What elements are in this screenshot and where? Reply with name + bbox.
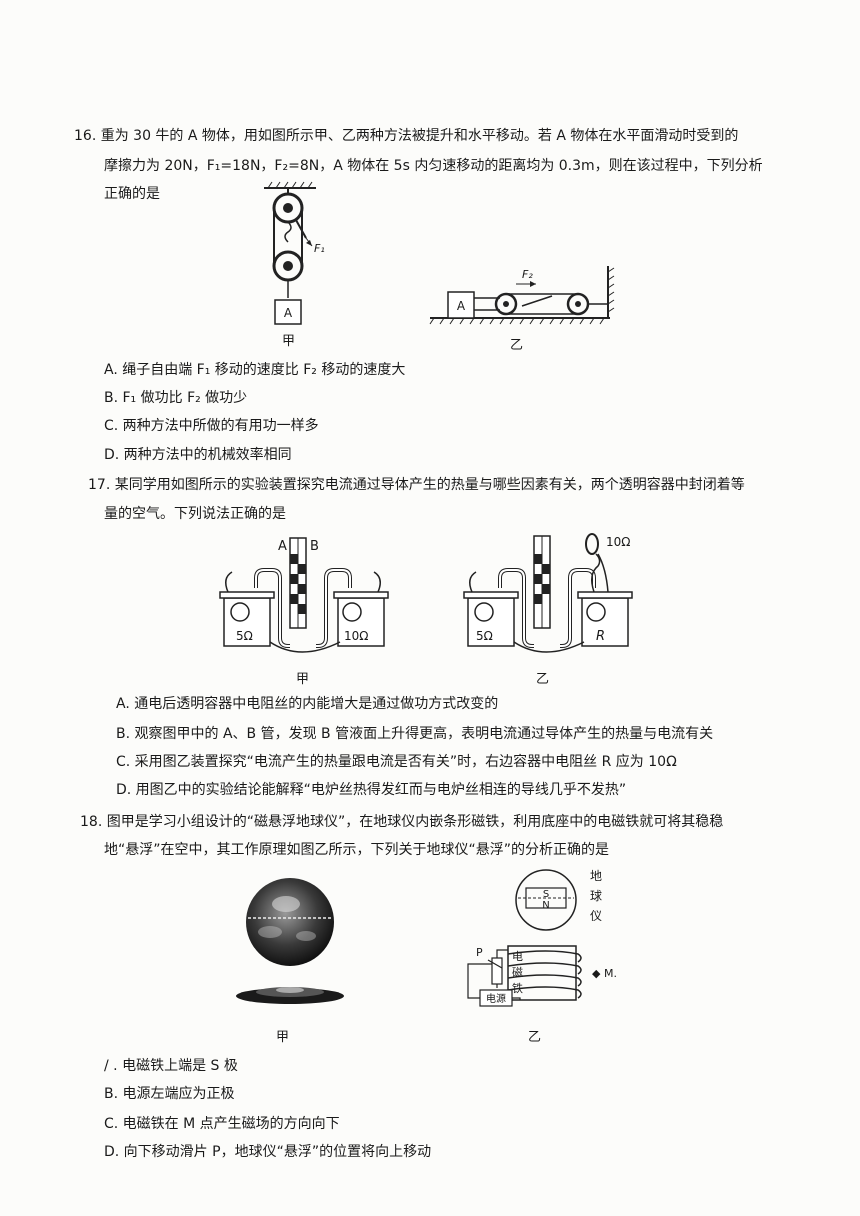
q17-caption-jia: 甲 bbox=[296, 672, 310, 687]
q16-f2-label: F₂ bbox=[522, 268, 533, 281]
q16-option-b: B. F₁ 做功比 F₂ 做功少 bbox=[104, 390, 248, 406]
q17-option-c: C. 采用图乙装置探究“电流产生的热量跟电流是否有关”时，右边容器中电阻丝 R … bbox=[116, 754, 677, 770]
q16-figure-jia: A F₁ bbox=[264, 181, 325, 325]
q16-caption-yi: 乙 bbox=[510, 338, 524, 353]
q17-yi-left-resistor: 5Ω bbox=[476, 629, 493, 643]
q18-caption-jia: 甲 bbox=[276, 1030, 290, 1045]
q18-magnet-s: S bbox=[543, 889, 549, 900]
q18-caption-yi: 乙 bbox=[528, 1030, 542, 1045]
q17-stem-line2: 量的空气。下列说法正确的是 bbox=[104, 506, 286, 522]
q16-block-a-label: A bbox=[284, 306, 293, 320]
q16-caption-jia: 甲 bbox=[282, 334, 296, 349]
q17-jia-left-resistor: 5Ω bbox=[236, 629, 253, 643]
q17-option-a: A. 通电后透明容器中电阻丝的内能增大是通过做功方式改变的 bbox=[116, 696, 499, 712]
q17-jia-right-resistor: 10Ω bbox=[344, 629, 368, 643]
q18-stem-line1: 18. 图甲是学习小组设计的“磁悬浮地球仪”，在地球仪内嵌条形磁铁，利用底座中的… bbox=[80, 814, 724, 830]
q16-stem-line3: 正确的是 bbox=[104, 186, 160, 202]
q17-option-d: D. 用图乙中的实验结论能解释“电炉丝热得发红而与电炉丝相连的导线几乎不发热” bbox=[116, 782, 627, 798]
q16-figure-yi: A F₂ bbox=[429, 266, 615, 325]
q18-option-b: B. 电源左端应为正极 bbox=[104, 1086, 235, 1102]
q18-slider-p: P bbox=[476, 946, 483, 959]
q18-point-m: ◆ M. bbox=[592, 967, 617, 980]
q18-magnet-n: N bbox=[542, 900, 549, 911]
q16-option-d: D. 两种方法中的机械效率相同 bbox=[104, 447, 292, 463]
q18-option-d: D. 向下移动滑片 P，地球仪“悬浮”的位置将向上移动 bbox=[104, 1144, 432, 1160]
q18-globe-label-2: 球 bbox=[590, 889, 602, 903]
q17-tube-b-label: B bbox=[310, 539, 319, 554]
q17-option-b: B. 观察图甲中的 A、B 管，发现 B 管液面上升得更高，表明电流通过导体产生… bbox=[116, 726, 714, 742]
q17-tube-a-label: A bbox=[278, 539, 287, 554]
q18-globe-label-1: 地 bbox=[590, 869, 602, 883]
q18-option-c: C. 电磁铁在 M 点产生磁场的方向向下 bbox=[104, 1116, 340, 1132]
q16-option-c: C. 两种方法中所做的有用功一样多 bbox=[104, 418, 319, 434]
q17-yi-outside-resistor: 10Ω bbox=[606, 535, 630, 549]
q16-stem-line2: 摩擦力为 20N，F₁=18N，F₂=8N，A 物体在 5s 内匀速移动的距离均… bbox=[104, 158, 763, 174]
q16-block-a-label-yi: A bbox=[457, 299, 466, 313]
q18-em-label-3: 铁 bbox=[512, 982, 523, 995]
q18-power-label: 电源 bbox=[486, 992, 506, 1005]
q16-option-a: A. 绳子自由端 F₁ 移动的速度比 F₂ 移动的速度大 bbox=[104, 362, 406, 378]
q18-em-label-2: 磁 bbox=[512, 966, 523, 979]
q18-em-label-1: 电 bbox=[512, 950, 523, 963]
rheostat bbox=[491, 957, 503, 985]
q17-figure-yi: 5Ω R 10Ω bbox=[463, 533, 633, 653]
q18-figure-yi-schematic: S N 地 球 仪 电 磁 铁 P 电源 ◆ M. bbox=[467, 869, 617, 1007]
q17-yi-right-resistor: R bbox=[596, 629, 605, 644]
q18-option-a: / . 电磁铁上端是 S 极 bbox=[104, 1058, 238, 1074]
globe-sphere bbox=[246, 878, 334, 966]
q17-stem-line1: 17. 某同学用如图所示的实验装置探究电流通过导体产生的热量与哪些因素有关，两个… bbox=[88, 477, 745, 493]
q17-figure-jia: A B 5Ω 10Ω bbox=[219, 537, 389, 653]
q18-stem-line2: 地“悬浮”在空中，其工作原理如图乙所示，下列关于地球仪“悬浮”的分析正确的是 bbox=[104, 842, 610, 858]
q16-f1-label: F₁ bbox=[314, 242, 325, 255]
q18-figure-jia-globe-photo bbox=[236, 878, 344, 1004]
q18-globe-label-3: 仪 bbox=[590, 909, 602, 923]
q16-stem-line1: 16. 重为 30 牛的 A 物体，用如图所示甲、乙两种方法被提升和水平移动。若… bbox=[74, 128, 739, 144]
q17-caption-yi: 乙 bbox=[536, 672, 550, 687]
